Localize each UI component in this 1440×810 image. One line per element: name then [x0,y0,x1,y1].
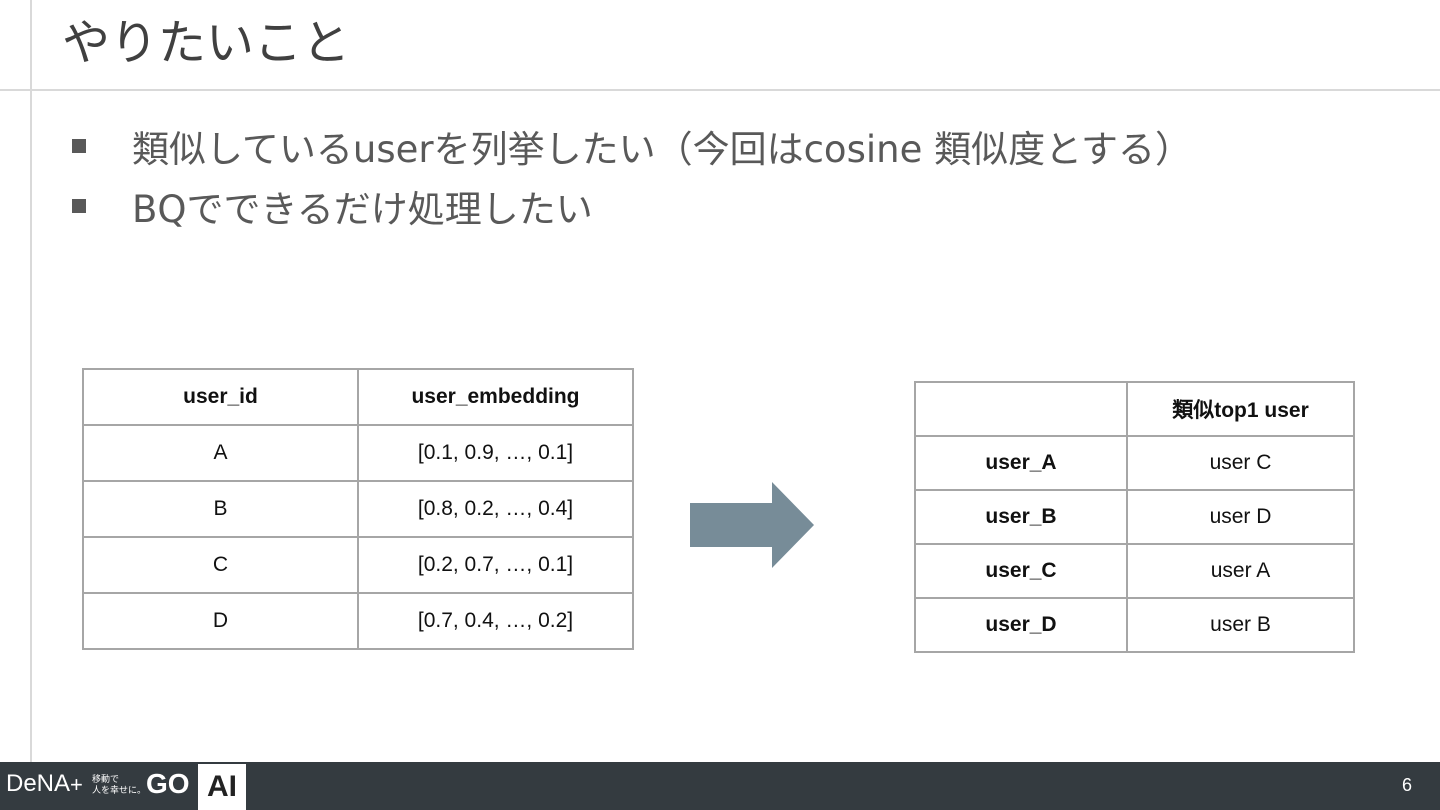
table-row: B [0.8, 0.2, …, 0.4] [82,480,634,538]
similarity-result-table: 類似top1 user user_A user C user_B user D … [914,381,1355,653]
slide-title: やりたいこと [62,15,351,71]
go-logo: GO [146,768,190,799]
bullet-text: 類似しているuserを列挙したい（今回はcosine 類似度とする） [132,128,1192,171]
table-header-row: user_id user_embedding [82,368,634,426]
column-header [914,381,1128,437]
similar-user-cell: user C [1126,435,1355,491]
ai-logo: AI [198,764,246,810]
user-id-cell: C [82,536,359,594]
embedding-cell: [0.1, 0.9, …, 0.1] [357,424,634,482]
table-row: A [0.1, 0.9, …, 0.1] [82,424,634,482]
user-id-cell: A [82,424,359,482]
dena-logo: DeNA [6,770,71,797]
go-tagline-logo: 移動で 人を幸せに。 [92,774,147,795]
table-row: user_A user C [914,435,1355,491]
embedding-cell: [0.8, 0.2, …, 0.4] [357,480,634,538]
embedding-cell: [0.7, 0.4, …, 0.2] [357,592,634,650]
table-row: C [0.2, 0.7, …, 0.1] [82,536,634,594]
right-arrow-icon [690,482,814,568]
table-row: user_D user B [914,597,1355,653]
table-header-row: 類似top1 user [914,381,1355,437]
bullet-item: BQでできるだけ処理したい [72,176,1192,236]
table-row: user_B user D [914,489,1355,545]
embedding-table: user_id user_embedding A [0.1, 0.9, …, 0… [82,368,634,650]
similar-user-cell: user A [1126,543,1355,599]
similar-user-cell: user B [1126,597,1355,653]
left-divider-line [30,0,32,762]
column-header: 類似top1 user [1126,381,1355,437]
embedding-cell: [0.2, 0.7, …, 0.1] [357,536,634,594]
table-row: D [0.7, 0.4, …, 0.2] [82,592,634,650]
table-row: user_C user A [914,543,1355,599]
title-divider-line [0,89,1440,91]
bullet-item: 類似しているuserを列挙したい（今回はcosine 類似度とする） [72,116,1192,176]
square-bullet-icon [72,139,86,153]
bullet-list: 類似しているuserを列挙したい（今回はcosine 類似度とする） BQででき… [72,116,1192,236]
page-number: 6 [1401,775,1412,795]
column-header: user_embedding [357,368,634,426]
footer-bar: DeNA + 移動で 人を幸せに。 GO AI 6 [0,762,1440,810]
column-header: user_id [82,368,359,426]
similar-user-cell: user D [1126,489,1355,545]
row-header-cell: user_C [914,543,1128,599]
row-header-cell: user_B [914,489,1128,545]
plus-sign: + [70,772,83,797]
row-header-cell: user_D [914,597,1128,653]
user-id-cell: D [82,592,359,650]
user-id-cell: B [82,480,359,538]
row-header-cell: user_A [914,435,1128,491]
square-bullet-icon [72,199,86,213]
bullet-text: BQでできるだけ処理したい [132,188,593,231]
